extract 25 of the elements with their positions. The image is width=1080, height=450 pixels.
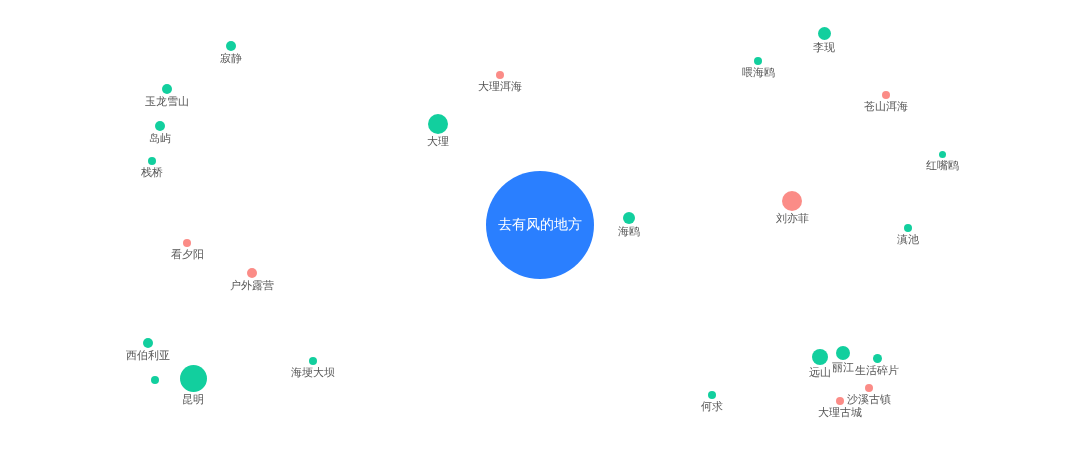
bubble-label: 海埂大坝 (291, 366, 335, 379)
bubble-label: 玉龙雪山 (145, 95, 189, 108)
bubble-label: 远山 (809, 366, 831, 379)
bubble-label: 李现 (813, 40, 835, 54)
bubble-label: 苍山洱海 (864, 100, 908, 113)
bubble-label: 何求 (701, 400, 723, 413)
bubble-label: 岛屿 (149, 132, 171, 145)
bubble-label: 海鸥 (618, 225, 640, 238)
bubble-label: 喂海鸥 (741, 66, 775, 79)
bubble-label: 去有风的地方 (498, 216, 582, 234)
bubble-label: 西伯利亚 (126, 349, 170, 362)
bubble-label: 生活碎片 (855, 363, 899, 377)
bubble-label: 大理古城 (818, 406, 862, 419)
bubble-label: 沙溪古镇 (847, 393, 891, 406)
bubble-label: 户外露营 (230, 279, 274, 292)
bubble-label: 看夕阳 (170, 248, 204, 261)
bubble-label: 昆明 (182, 392, 204, 406)
bubble-label: 大理洱海 (478, 80, 522, 93)
bubble-label: 滇池 (897, 233, 919, 246)
bubble-label: 栈桥 (141, 166, 163, 179)
bubble-label: 红嘴鸥 (925, 158, 959, 172)
bubble-label: 丽江 (832, 361, 854, 374)
bubble-label: 寂静 (220, 52, 242, 65)
bubble-label: 刘亦菲 (775, 212, 809, 225)
bubble-label: 大理 (427, 135, 449, 148)
